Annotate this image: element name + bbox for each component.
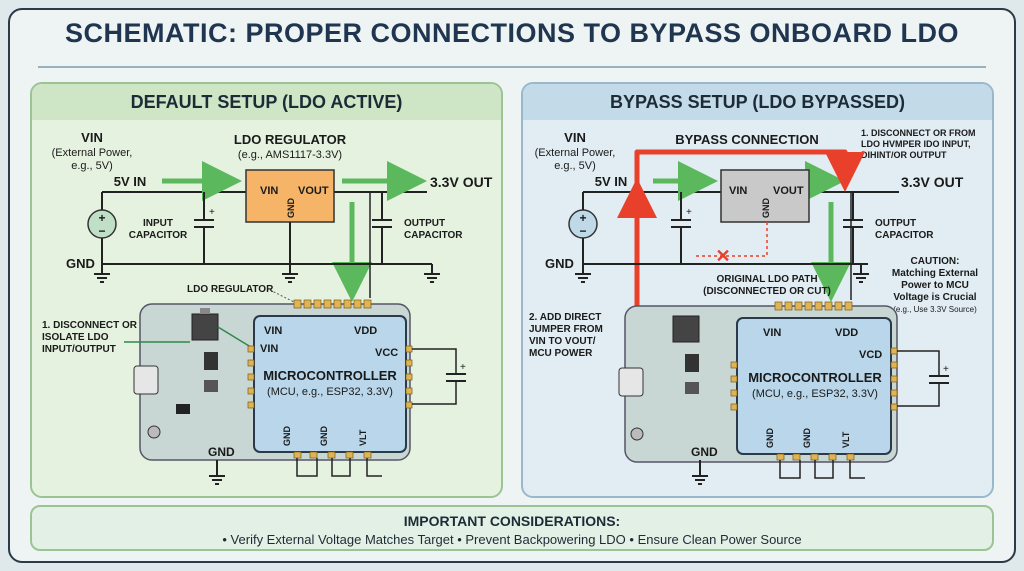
gnd-label: GND [545,256,574,271]
ldo-gnd-pin: GND [286,198,296,219]
out-3v3-label: 3.3V OUT [430,174,493,190]
page-title: SCHEMATIC: PROPER CONNECTIONS TO BYPASS … [64,18,960,48]
considerations-text: • Verify External Voltage Matches Target… [222,532,802,547]
svg-text:+: + [943,364,949,375]
step1-line-a: 1. DISCONNECT OR [42,320,138,331]
vin-sub1: (External Power, [52,147,133,159]
svg-text:+: + [209,207,215,218]
important-considerations-box: IMPORTANT CONSIDERATIONS: • Verify Exter… [30,505,994,551]
title-divider [38,66,986,68]
mcu-vin-pin: VIN [264,325,282,337]
input-cap-label2: CAPACITOR [129,230,188,241]
bypass-setup-header: BYPASS SETUP (LDO BYPASSED) [523,84,992,120]
note1-line-b: LDO HVMPER IDO INPUT, [861,139,971,149]
vin-sub1: (External Power, [535,147,616,159]
ldo-vout-pin: VOUT [773,185,804,197]
vin-sub2: e.g., 5V) [71,160,113,172]
out-3v3-label: 3.3V OUT [901,174,964,190]
ldo-vin-pin: VIN [729,185,747,197]
default-setup-panel: DEFAULT SETUP (LDO ACTIVE) VIN (External… [30,82,503,498]
ldo-reg-callout: LDO REGULATOR [187,284,274,295]
step1-line-b: ISOLATE LDO [42,332,109,343]
svg-text:−: − [579,224,586,238]
bypass-setup-schematic: VIN (External Power, e.g., 5V) 5V IN BYP… [529,128,978,485]
five-v-in-label: 5V IN [114,174,147,189]
output-cap-label1: OUTPUT [404,218,445,229]
mcu-vdd-pin: VDD [835,327,858,339]
caution-line2: Matching External [892,268,978,279]
svg-text:+: + [686,207,692,218]
ldo-title: LDO REGULATOR [234,132,347,147]
board-gnd-label: GND [208,445,235,459]
svg-text:+: + [460,362,466,373]
orig-path-line1: ORIGINAL LDO PATH [716,274,817,285]
output-cap-label1: OUTPUT [875,218,916,229]
ldo-bypassed-box [720,169,810,223]
svg-text:+: + [579,211,586,225]
usb-connector [133,365,159,395]
mcu-title: MICROCONTROLLER [748,370,882,385]
board-vin-label: VIN [260,343,278,355]
step2-line-a: 2. ADD DIRECT [529,312,601,323]
pin-vlt: VLT [841,431,851,448]
pin-gnd2: GND [319,426,329,447]
mcu-vdd-pin: VDD [354,325,377,337]
input-cap-label1: INPUT [143,218,173,229]
vin-sub2: e.g., 5V) [554,160,596,172]
caution-line5: (e.g., Use 3.3V Source) [893,305,977,314]
bypass-connection-label: BYPASS CONNECTION [675,132,819,147]
board-gnd-label: GND [691,445,718,459]
caution-line3: Power to MCU [901,280,969,291]
step2-line-c: VIN TO VOUT/ [529,336,596,347]
caution-line1: CAUTION: [911,256,960,267]
vin-title: VIN [81,130,103,145]
mcu-vcc-pin: VCC [375,347,398,359]
orig-path-line2: (DISCONNECTED OR CUT) [703,286,831,297]
ldo-gnd-pin: GND [761,198,771,219]
ldo-vout-pin: VOUT [298,185,329,197]
pin-vlt: VLT [358,429,368,446]
gnd-label: GND [66,256,95,271]
svg-text:+: + [98,211,105,225]
vin-title: VIN [564,130,586,145]
ldo-vin-pin: VIN [260,185,278,197]
note1-line-c: DIHINT/OR OUTPUT [861,150,947,160]
step2-line-d: MCU POWER [529,348,593,359]
usb-connector [618,367,644,397]
step2-line-b: JUMPER FROM [529,324,603,335]
default-setup-header: DEFAULT SETUP (LDO ACTIVE) [32,84,501,120]
default-setup-schematic: VIN (External Power, e.g., 5V) 5V IN LDO… [42,130,493,485]
mcu-sub: (MCU, e.g., ESP32, 3.3V) [267,386,393,398]
note1-line-a: 1. DISCONNECT OR FROM [861,128,976,138]
pin-gnd1: GND [282,426,292,447]
caution-line4: Voltage is Crucial [893,292,976,303]
onboard-ldo-chip [191,313,219,341]
output-cap-label2: CAPACITOR [404,230,463,241]
mcu-title: MICROCONTROLLER [263,368,397,383]
pin-gnd1: GND [765,428,775,449]
considerations-heading: IMPORTANT CONSIDERATIONS: [403,513,621,529]
mcu-vcd-pin: VCD [859,349,882,361]
five-v-in-label: 5V IN [595,174,628,189]
bypass-setup-panel: BYPASS SETUP (LDO BYPASSED) VIN (Externa… [521,82,994,498]
pin-gnd2: GND [802,428,812,449]
mcu-vin-pin: VIN [763,327,781,339]
step1-line-c: INPUT/OUTPUT [42,344,116,355]
svg-text:−: − [98,224,105,238]
mcu-sub: (MCU, e.g., ESP32, 3.3V) [752,388,878,400]
ldo-sub: (e.g., AMS1117-3.3V) [238,149,342,161]
output-cap-label2: CAPACITOR [875,230,934,241]
onboard-ldo-chip [672,315,700,343]
mcu-chip [736,317,892,455]
cut-x-icon: ✕ [715,246,730,266]
